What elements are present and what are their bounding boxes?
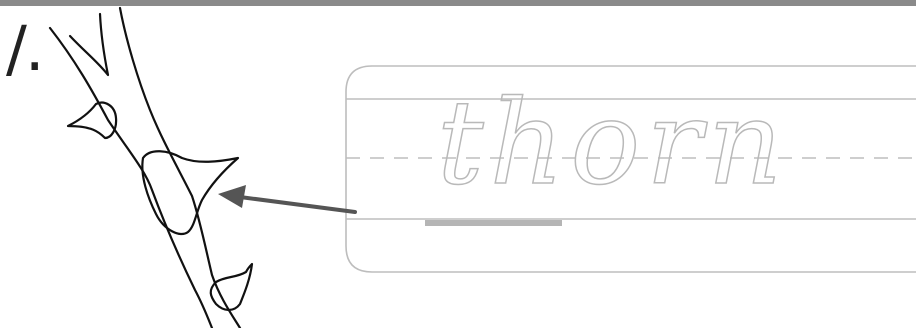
item-number: /.: [6, 18, 43, 80]
dotted-trace-word: thorn: [437, 86, 788, 202]
stem-left-edge: [50, 28, 212, 328]
underline-bar: [425, 220, 562, 226]
thorny-stem-icon: [0, 0, 380, 328]
